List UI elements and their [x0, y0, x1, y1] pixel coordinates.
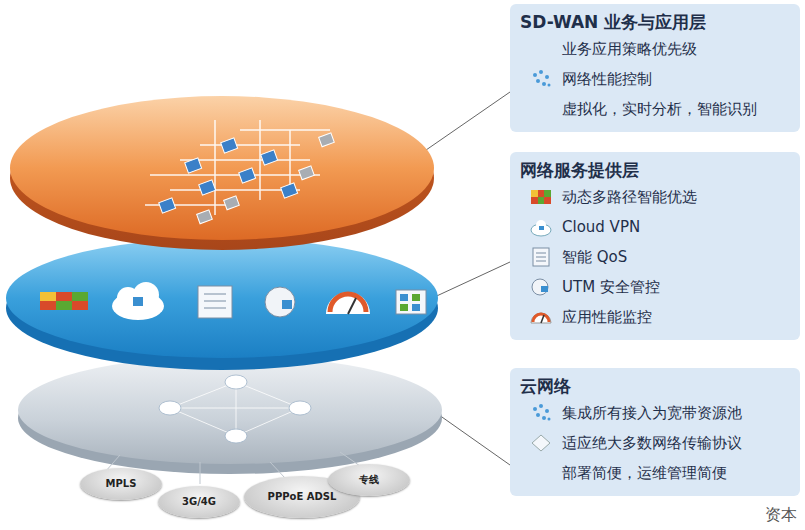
item-icon — [530, 433, 552, 453]
access-label: PPPoE ADSL — [268, 491, 337, 503]
item-text: 智能 QoS — [562, 248, 627, 266]
panel-heading: SD-WAN 业务与应用层 — [520, 10, 790, 34]
item-text: 动态多路径智能优选 — [562, 188, 697, 206]
item-icon — [530, 277, 552, 297]
item-text: 网络性能控制 — [562, 70, 652, 88]
access-ellipse: MPLS — [80, 468, 162, 500]
access-ellipse: 3G/4G — [158, 486, 240, 518]
panel-item: 应用性能监控 — [520, 302, 790, 332]
panel-item: UTM 安全管控 — [520, 272, 790, 302]
panel-item: 集成所有接入为宽带资源池 — [520, 398, 790, 428]
panel-item: 虚拟化，实时分析，智能识别 — [520, 94, 790, 124]
layer-panel: 网络服务提供层动态多路径智能优选 Cloud VPN 智能 QoS UTM 安全管控应… — [510, 152, 800, 340]
access-ellipse: 专线 — [328, 464, 410, 496]
watermark: 资本 — [765, 505, 797, 526]
item-text: UTM 安全管控 — [562, 278, 660, 296]
panel-item: 业务应用策略优先级 — [520, 34, 790, 64]
item-icon — [530, 217, 552, 237]
access-label: MPLS — [106, 478, 137, 490]
panel-item: 动态多路径智能优选 — [520, 182, 790, 212]
panel-heading: 云网络 — [520, 374, 790, 398]
panel-heading: 网络服务提供层 — [520, 158, 790, 182]
item-text: 应用性能监控 — [562, 308, 652, 326]
item-icon — [530, 307, 552, 327]
access-label: 专线 — [359, 474, 379, 486]
item-icon — [530, 403, 552, 423]
item-text: 部署简便，运维管理简便 — [562, 464, 727, 482]
panel-item: 智能 QoS — [520, 242, 790, 272]
item-icon — [530, 69, 552, 89]
panel-item: 网络性能控制 — [520, 64, 790, 94]
layer-panel: SD-WAN 业务与应用层业务应用策略优先级网络性能控制虚拟化，实时分析，智能识… — [510, 4, 800, 132]
item-text: 适应绝大多数网络传输协议 — [562, 434, 742, 452]
access-label: 3G/4G — [182, 496, 216, 508]
panel-item: Cloud VPN — [520, 212, 790, 242]
item-icon — [530, 187, 552, 207]
item-text: 虚拟化，实时分析，智能识别 — [562, 100, 757, 118]
panel-item: 适应绝大多数网络传输协议 — [520, 428, 790, 458]
item-text: 业务应用策略优先级 — [562, 40, 697, 58]
item-text: Cloud VPN — [562, 218, 640, 236]
item-text: 集成所有接入为宽带资源池 — [562, 404, 742, 422]
panel-item: 部署简便，运维管理简便 — [520, 458, 790, 488]
layer-panel: 云网络集成所有接入为宽带资源池适应绝大多数网络传输协议部署简便，运维管理简便 — [510, 368, 800, 496]
item-icon — [530, 247, 552, 267]
